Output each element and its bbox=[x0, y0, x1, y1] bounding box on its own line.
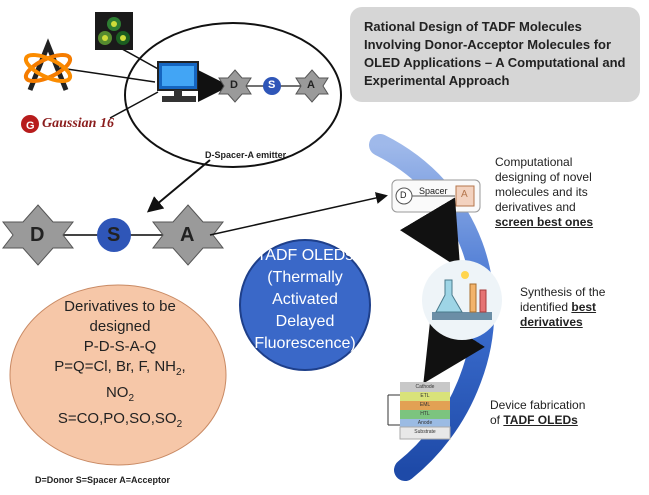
main-acceptor-label: A bbox=[180, 224, 195, 246]
step-computational-emphasis: screen best ones bbox=[495, 215, 594, 229]
derivatives-line: P=Q=Cl, Br, F, NH2, bbox=[54, 358, 186, 378]
device-layer-labels: Cathode ETL EML HTL Anode Substrate bbox=[414, 384, 436, 435]
software-avogadro-icon bbox=[23, 38, 73, 91]
chip-donor-label: D bbox=[400, 190, 407, 200]
derivatives-line: Derivatives to be bbox=[64, 298, 176, 315]
title-text: Rational Design of TADF Molecules Involv… bbox=[364, 19, 626, 88]
step-computational: Computational designing of novel molecul… bbox=[495, 155, 594, 229]
connector-line bbox=[59, 67, 156, 83]
step-device: Device fabrication of TADF OLEDs bbox=[490, 398, 586, 427]
chip-to-lab-arrow bbox=[399, 197, 461, 269]
mini-spacer-label: S bbox=[268, 79, 276, 91]
gaussian-logo-icon bbox=[21, 115, 39, 133]
lab-synthesis-icon bbox=[422, 260, 502, 340]
derivatives-circle bbox=[9, 284, 227, 466]
device-stack-icon bbox=[387, 382, 451, 440]
mini-donor-label: D bbox=[230, 79, 238, 91]
step-synthesis-emphasis: derivatives bbox=[520, 315, 583, 329]
main-donor-star bbox=[1, 204, 75, 266]
main-spacer-circle bbox=[97, 218, 131, 252]
tadf-line: TADF OLEDs bbox=[256, 247, 354, 264]
lab-to-device-arrow bbox=[423, 312, 485, 384]
derivatives-line: S=CO,PO,SO,SO2 bbox=[57, 410, 183, 430]
connector-line bbox=[109, 91, 159, 119]
tadf-line: Delayed bbox=[275, 313, 335, 330]
step-device-emphasis: TADF OLEDs bbox=[503, 413, 578, 427]
tadf-circle bbox=[239, 239, 371, 371]
derivatives-line: P-D-S-A-Q bbox=[83, 338, 157, 355]
software-molecule-icon bbox=[95, 12, 133, 50]
mini-acceptor-label: A bbox=[307, 79, 315, 91]
chip-spacer-label: Spacer bbox=[419, 186, 448, 196]
main-spacer-label: S bbox=[107, 224, 121, 246]
derivatives-line: designed bbox=[89, 318, 151, 335]
computer-icon bbox=[157, 61, 199, 102]
step-synthesis-emphasis: best bbox=[571, 300, 597, 314]
main-acceptor-star bbox=[151, 204, 225, 266]
mini-donor-star bbox=[218, 69, 252, 103]
tadf-line: Activated bbox=[272, 291, 338, 308]
tadf-line: (Thermally bbox=[267, 269, 343, 286]
derivatives-text: Derivatives to be designed P-D-S-A-Q P=Q… bbox=[0, 297, 240, 435]
molecule-to-chip-arrow bbox=[209, 192, 388, 236]
title-box: Rational Design of TADF Molecules Involv… bbox=[350, 7, 640, 102]
mini-acceptor-star bbox=[295, 69, 329, 103]
main-donor-label: D bbox=[30, 224, 45, 246]
tadf-circle-text: TADF OLEDs (Thermally Activated Delayed … bbox=[240, 245, 370, 355]
svg-text:G: G bbox=[26, 120, 35, 132]
tadf-line: Fluorescence) bbox=[254, 335, 356, 352]
gaussian-label: Gaussian 16 bbox=[42, 116, 114, 131]
emitter-label: D-Spacer-A emitter bbox=[205, 150, 287, 160]
mini-spacer-circle bbox=[263, 77, 281, 95]
emitter-ellipse bbox=[124, 22, 342, 168]
chip-acceptor-label: A bbox=[461, 189, 468, 200]
ellipse-to-molecule-arrow bbox=[146, 159, 211, 213]
legend-text: D=Donor S=Spacer A=Acceptor bbox=[35, 475, 170, 485]
step-synthesis: Synthesis of the identified best derivat… bbox=[520, 285, 606, 329]
derivatives-line: NO2 bbox=[105, 384, 135, 404]
